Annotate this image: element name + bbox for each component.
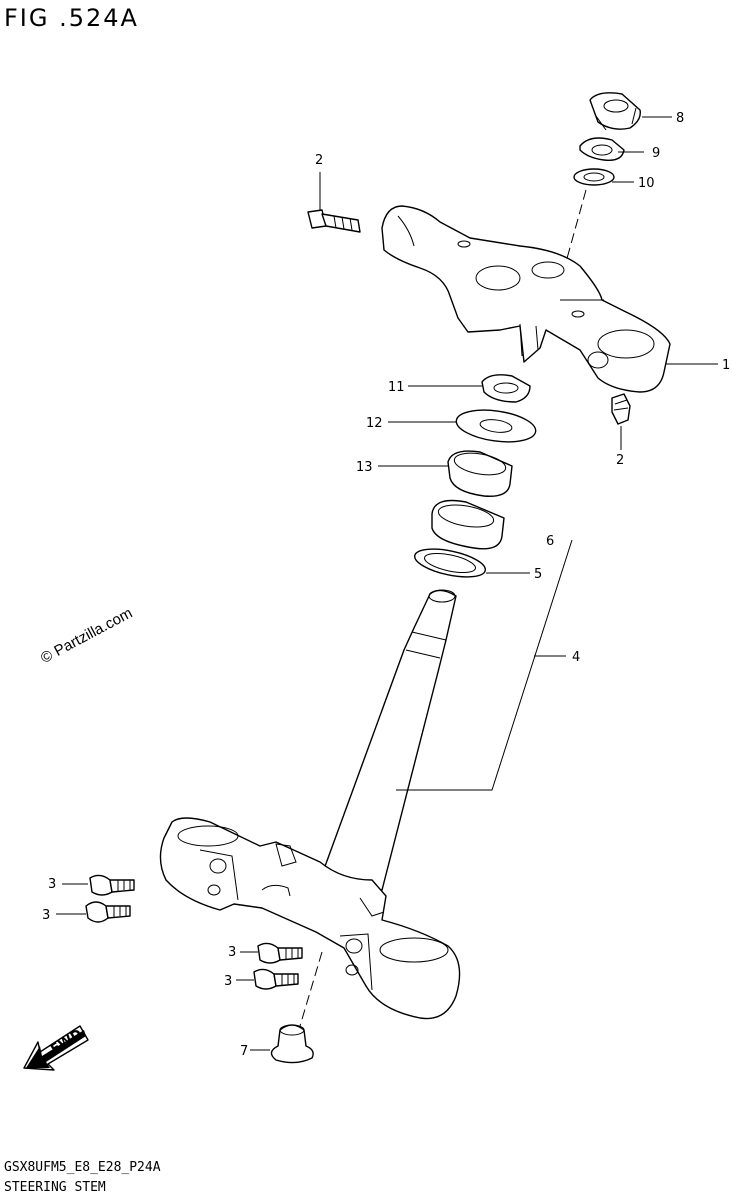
leader-lines	[56, 116, 718, 1051]
fwd-arrow-icon: FWD	[23, 1025, 89, 1071]
part-3-bolt-a	[89, 874, 135, 896]
callout-3-c: 3	[228, 945, 236, 960]
part-3-bolt-c	[257, 942, 303, 964]
part-5-seal	[413, 548, 487, 578]
footer-code: GSX8UFM5_E8_E28_P24A	[4, 1160, 161, 1175]
callouts: 1 2 2 3 3 3 3 4 5 6 7 8 9 10 11 12 13	[42, 111, 730, 1059]
part-7-cap	[270, 1024, 314, 1064]
callout-4: 4	[572, 650, 580, 665]
callout-2-lower: 2	[616, 453, 624, 468]
part-8-stem-nut	[589, 92, 641, 131]
part-10-washer	[573, 168, 615, 186]
part-2-bolt-upper	[307, 209, 361, 233]
part-9-washer	[579, 137, 625, 161]
part-12-washer	[455, 409, 537, 443]
callout-5: 5	[534, 567, 542, 582]
callout-3-a: 3	[48, 877, 56, 892]
part-3-bolt-d	[253, 968, 299, 990]
part-13-bearing	[447, 450, 513, 497]
callout-10: 10	[638, 176, 655, 191]
part-6-bearing	[431, 499, 505, 550]
callout-13: 13	[356, 460, 373, 475]
callout-6: 6	[546, 534, 554, 549]
part-11-lock-nut	[481, 374, 531, 403]
callout-7: 7	[240, 1044, 248, 1059]
callout-12: 12	[366, 416, 383, 431]
callout-2-upper: 2	[315, 153, 323, 168]
figure-title: FIG .524A	[4, 4, 139, 32]
callout-3-b: 3	[42, 908, 50, 923]
callout-8: 8	[676, 111, 684, 126]
part-3-bolt-b	[85, 901, 131, 923]
part-2-bolt-lower	[611, 393, 631, 425]
callout-9: 9	[652, 146, 660, 161]
part-1-upper-bracket	[381, 205, 671, 393]
callout-3-d: 3	[224, 974, 232, 989]
callout-1: 1	[722, 358, 730, 373]
part-4-steering-stem	[159, 589, 461, 1020]
callout-11: 11	[388, 380, 405, 395]
footer-name: STEERING STEM	[4, 1180, 106, 1195]
